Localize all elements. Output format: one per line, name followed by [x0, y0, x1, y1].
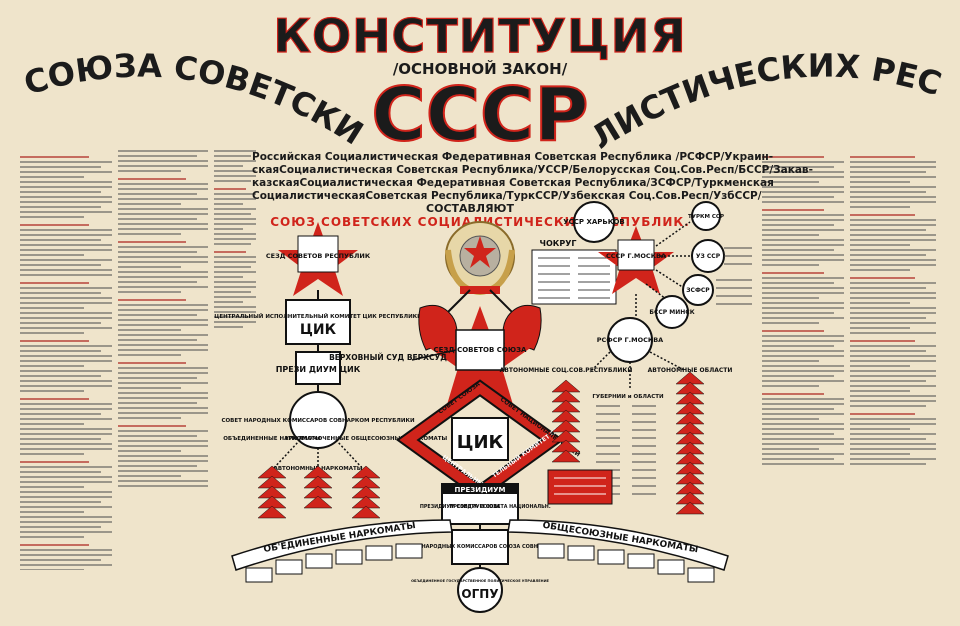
right-text-column-2 [850, 150, 936, 580]
right-text-column-1 [762, 150, 844, 580]
left-presidium-box: ПРЕЗИ ДИУМ ЦИК [276, 351, 361, 385]
left-presidium-label: ПРЕЗИ ДИУМ ЦИК [276, 365, 361, 374]
left-ribbon: ОБ'ЕДИНЕННЫЕ НАРКОМАТЫ [231, 519, 453, 583]
svg-text:ЦИК: ЦИК [300, 322, 337, 338]
republics-paragraph: Российская Социалистическая Федеративная… [252, 151, 813, 202]
right-star: СССР Г.МОСКВА [598, 226, 674, 294]
left-branch-3: УПОЛНОМОЧЕННЫЕ ОБЩЕСОЮЗНЫЕ НАРКОМАТЫ [285, 436, 448, 442]
left-text-column [20, 150, 112, 570]
okrug-label: ЧОКРУГ [540, 239, 577, 248]
state-emblem [445, 221, 515, 296]
republics-line-2: скаяСоциалистическая Советская Республик… [252, 164, 813, 176]
zsfsr-label: ЗСФСР [686, 287, 710, 294]
rsfsr-label: РСФСР Г.МОСКВА [597, 336, 663, 344]
okrug-list: ЧОКРУГ [531, 239, 617, 305]
left-triangle-stacks [257, 465, 381, 519]
republics-line-3: казскаяСоциалистическая Федеративная Сов… [252, 177, 774, 189]
red-list-box [547, 469, 613, 505]
red-flags [418, 289, 542, 357]
turk-circle: ТУРКМ ССР [688, 201, 724, 231]
right-ribbon: ОБЩЕСОЮЗНЫЕ НАРКОМАТЫ [507, 519, 729, 583]
main-title: КОНСТИТУЦИЯ [273, 9, 686, 63]
ussr-circle: УССР ХАРЬКОВ [563, 201, 625, 243]
bssr-label: БССР МИНСК [649, 309, 694, 316]
left-star: СЕЗД СОВЕТОВ РЕСПУБЛИК [266, 222, 371, 296]
republics-line-1: Российская Социалистическая Федеративная… [252, 151, 773, 163]
left-text-column-3 [214, 150, 256, 570]
left-cik-label: ЦЕНТРАЛЬНЫЙ ИСПОЛНИТЕЛЬНЫЙ КОМИТЕТ ЦИК Р… [214, 312, 422, 320]
uzb-label: УЗ ССР [696, 253, 721, 260]
left-sovnarkom-circle: СОВЕТ НАРОДНЫХ КОМИССАРОВ СОВНАРКОМ РЕСП… [221, 391, 415, 449]
presidium-title: ПРЕЗИДИУМ [454, 486, 505, 494]
republics-line-4: СоциалистическаяСоветская Республика/Тур… [252, 190, 762, 202]
ogpu-caption: ОБЪЕДИНЕННОЕ ГОСУДАРСТВЕННОЕ ПОЛИТИЧЕСКО… [411, 579, 549, 583]
abbr-title: СССР [371, 72, 588, 158]
supreme-court: ВЕРХОВНЫЙ СУД ВЕРХСУД [329, 349, 457, 362]
cik-center-label: ЦИК [457, 432, 504, 453]
bssr-circle: БССР МИНСК [649, 295, 695, 329]
presidium-left: ПРЕЗИДИУМ СОВЕТА СОЮЗА [420, 504, 500, 510]
ogpu-label: ОГПУ [461, 587, 498, 601]
uzb-circle: УЗ ССР [691, 239, 725, 273]
presidium-right: ПРЕЗИДИУМ СОВЕТА НАЦИОНАЛЬН. [449, 504, 550, 510]
center-sovnarkom: СОВЕТ НАРОДНЫХ КОМИССАРОВ СОЮЗА СОВНАРКО… [401, 529, 559, 565]
center-star: СЕЗД СОВЕТОВ СОЮЗА [424, 306, 536, 408]
supreme-court-label: ВЕРХОВНЫЙ СУД ВЕРХСУД [329, 353, 447, 362]
ussr-label: УССР ХАРЬКОВ [563, 218, 625, 226]
center-star-label: СЕЗД СОВЕТОВ СОЮЗА [434, 346, 528, 354]
turk-label: ТУРКМ ССР [688, 214, 724, 220]
zsfsr-circle: ЗСФСР [682, 274, 714, 306]
gubernii-label: ГУБЕРНИИ и ОБЛАСТИ [592, 394, 664, 400]
center-sovnarkom-label: СОВЕТ НАРОДНЫХ КОМИССАРОВ СОЮЗА СОВНАРКО… [401, 544, 559, 550]
left-sovnarkom-label: СОВЕТ НАРОДНЫХ КОМИССАРОВ СОВНАРКОМ РЕСП… [221, 418, 415, 424]
autonomous-obl-label: АВТОНОМНЫЕ ОБЛАСТИ [648, 367, 733, 374]
sostavlyayut-label: СОСТАВЛЯЮТ [426, 202, 514, 215]
ogpu-circle: ОБЪЕДИНЕННОЕ ГОСУДАРСТВЕННОЕ ПОЛИТИЧЕСКО… [411, 567, 550, 613]
right-triangle-stacks [551, 371, 705, 515]
left-text-column-2 [118, 150, 208, 570]
left-star-label: СЕЗД СОВЕТОВ РЕСПУБЛИК [266, 252, 371, 260]
left-branch-1: ОБЪЕДИНЕННЫЕ НАРКОМАТЫ [223, 436, 321, 442]
right-star-label: СССР Г.МОСКВА [606, 252, 666, 260]
left-cik-box: ЦЕНТРАЛЬНЫЙ ИСПОЛНИТЕЛЬНЫЙ КОМИТЕТ ЦИК Р… [214, 299, 422, 345]
rsfsr-circle: РСФСР Г.МОСКВА [597, 317, 663, 363]
center-presidium: ПРЕЗИДИУМ ПРЕЗИДИУМ СОВЕТА СОЮЗА ПРЕЗИДИ… [420, 483, 551, 525]
autonomous-rep-label: АВТОНОМНЫЕ СОЦ.СОВ.РЕСПУБЛИКИ [500, 367, 633, 374]
right-small-list [716, 247, 752, 305]
subtitle: /ОСНОВНОЙ ЗАКОН/ [393, 59, 568, 78]
